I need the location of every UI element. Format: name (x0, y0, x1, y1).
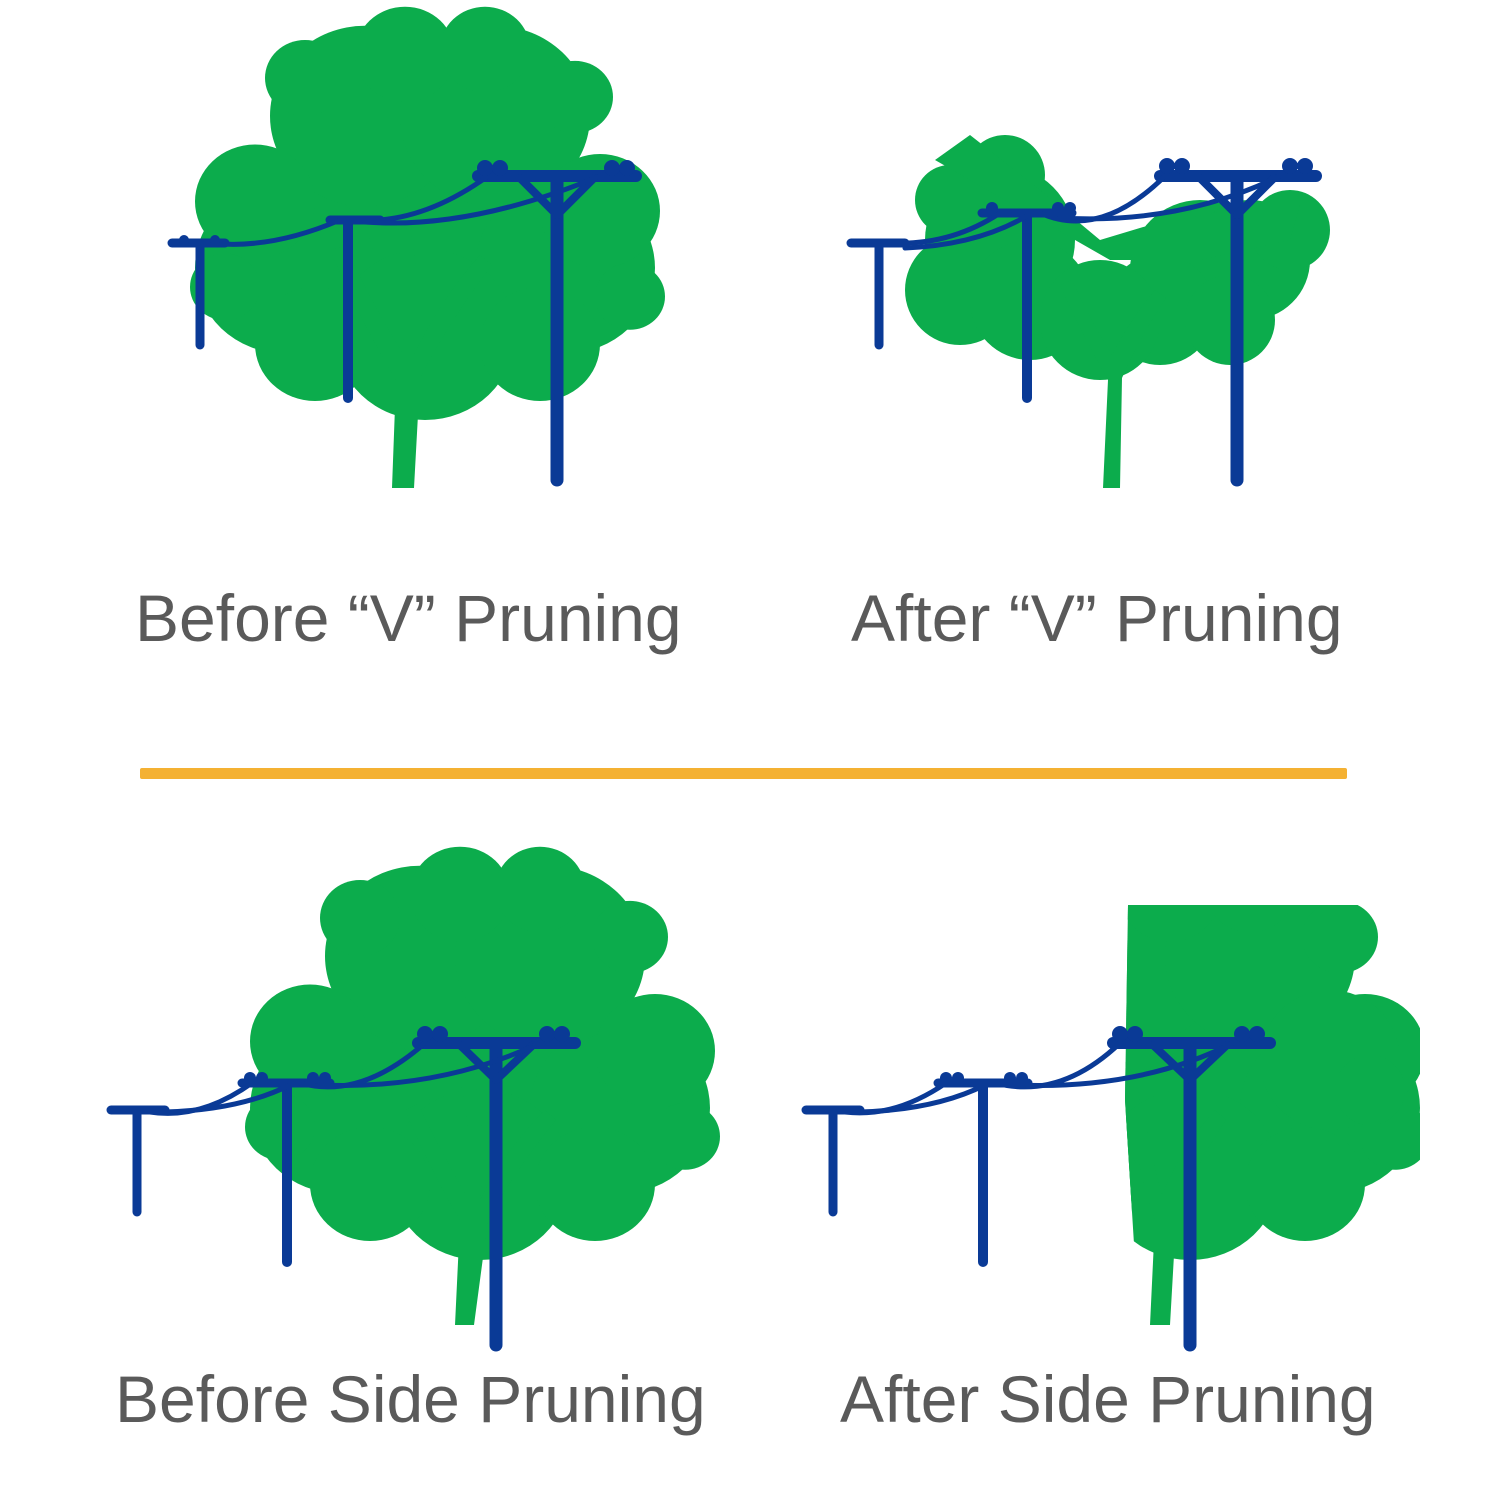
tree-icon (1125, 905, 1420, 1325)
panel-before-v (167, 6, 665, 488)
power-line-icon (801, 1037, 1276, 1352)
tree-icon (245, 846, 720, 1325)
caption-after-side-pruning: After Side Pruning (840, 1362, 1376, 1436)
section-divider (140, 768, 1347, 779)
power-line-icon (846, 170, 1322, 487)
caption-before-side-pruning: Before Side Pruning (115, 1362, 706, 1436)
panel-before-side (106, 846, 720, 1352)
panel-after-v (846, 135, 1330, 488)
tree-icon (190, 6, 665, 488)
caption-after-v-pruning: After “V” Pruning (851, 581, 1343, 655)
power-line-icon (167, 170, 642, 487)
caption-before-v-pruning: Before “V” Pruning (135, 581, 682, 655)
tree-icon (905, 135, 1330, 488)
panel-after-side (801, 905, 1420, 1352)
